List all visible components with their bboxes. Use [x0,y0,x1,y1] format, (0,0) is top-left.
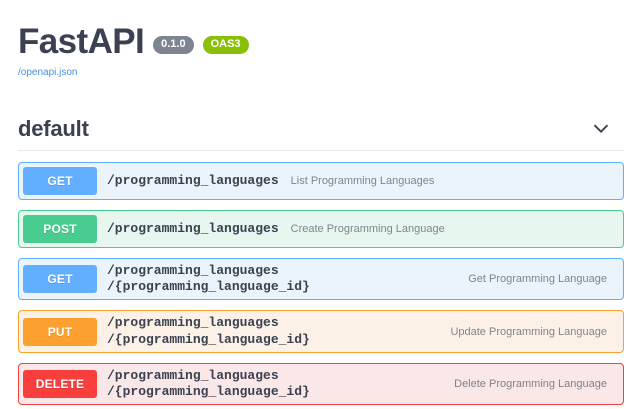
operation-path-line2: /{programming_language_id} [107,279,310,294]
api-title-row: FastAPI 0.1.0 OAS3 [18,22,624,61]
operation-path: /programming_languages/{programming_lang… [97,315,450,348]
operation-path-line1: /programming_languages [107,262,279,278]
operation-path-line2: /{programming_language_id} [107,384,310,399]
openapi-spec-link[interactable]: /openapi.json [18,66,78,78]
operation-row[interactable]: PUT /programming_languages/{programming_… [18,310,624,353]
page-title: FastAPI [18,22,145,61]
operation-path-line1: /programming_languages [107,367,279,383]
method-badge: POST [23,214,97,243]
operation-row[interactable]: POST /programming_languages Create Progr… [18,209,624,248]
operations-list: GET /programming_languages List Programm… [0,161,640,406]
oas-version-badge: OAS3 [202,36,249,55]
operation-row[interactable]: GET /programming_languages/{programming_… [18,257,624,301]
method-badge: PUT [23,317,97,346]
operation-summary: List Programming Languages [290,174,435,187]
version-badge: 0.1.0 [153,36,194,55]
operation-summary: Get Programming Language [468,273,607,285]
operation-path: /programming_languages/{programming_lang… [97,368,454,401]
operation-row[interactable]: DELETE /programming_languages/{programmi… [18,362,624,406]
operation-summary: Delete Programming Language [454,378,607,390]
operation-path: /programming_languages/{programming_lang… [97,263,468,296]
method-badge: GET [23,265,97,293]
tag-section-default: default [0,116,640,151]
chevron-down-icon[interactable] [592,120,624,138]
tag-name-label: default [18,115,89,141]
operation-path-line1: /programming_languages [107,315,279,331]
method-badge: DELETE [23,370,97,398]
method-badge: GET [23,166,97,195]
operation-path: /programming_languages [107,220,279,236]
operation-summary: Create Programming Language [290,222,445,235]
operation-path: /programming_languages [107,172,279,188]
operation-row[interactable]: GET /programming_languages List Programm… [18,161,624,200]
operation-summary: Update Programming Language [450,325,607,338]
operation-path-line2: /{programming_language_id} [107,331,310,347]
api-header: FastAPI 0.1.0 OAS3 /openapi.json [0,0,640,80]
tag-header[interactable]: default [18,116,624,151]
